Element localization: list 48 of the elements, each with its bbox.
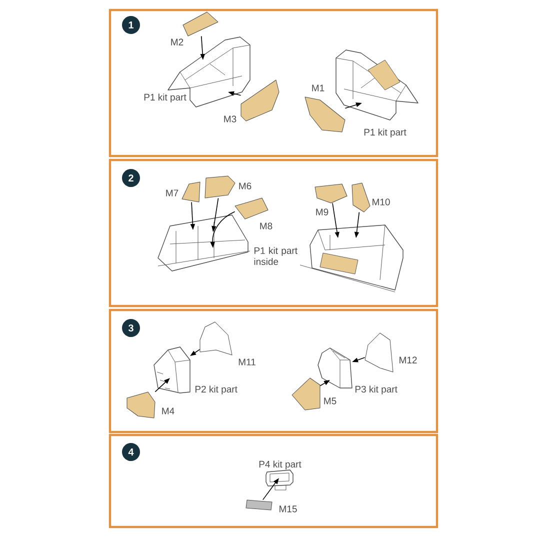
mask-piece [182,182,200,202]
kit-part-drawing [300,224,404,292]
part-label: P1 kit part [364,128,406,138]
step-number: 2 [122,169,140,187]
mask-piece [246,500,272,510]
part-label: M4 [162,408,174,414]
step-number: 3 [122,319,140,337]
step-panel [108,158,438,308]
kit-part-drawing [168,36,250,108]
mask-piece [364,332,394,372]
mask-piece [352,182,370,212]
kit-part-drawing [154,346,190,394]
part-label: M9 [316,208,328,216]
mask-piece [304,96,346,132]
mask-piece [234,198,268,220]
part-label: P1 kit part [144,94,186,102]
step-panel [108,434,438,528]
kit-part-drawing [266,470,294,490]
part-label: M3 [224,116,236,122]
arrow [154,378,170,392]
step-number: 4 [122,443,140,461]
kit-part-drawing [318,348,352,388]
mask-piece [126,392,156,418]
part-label: M11 [238,358,256,366]
part-label: P2 kit part [196,386,238,394]
part-label: P4 kit part [259,460,302,470]
mask-piece [204,176,236,198]
part-label: M2 [171,38,184,46]
mask-piece [200,322,232,356]
mask-piece [292,378,320,410]
part-label: M15 [280,506,297,512]
part-label: M1 [312,84,324,92]
step-number: 1 [122,16,140,34]
kit-part-drawing [158,214,250,272]
part-label: M7 [166,190,178,196]
kit-part-drawing [336,50,418,120]
part-label: P1 kit part inside [254,247,298,265]
step-panel [108,308,438,434]
mask-piece [240,80,280,122]
mask-piece [314,184,348,204]
part-label: P3 kit part [356,386,398,394]
part-label: M8 [260,222,272,230]
part-label: M5 [324,398,336,404]
part-label: M6 [239,182,252,190]
mask-piece [182,12,218,36]
part-label: M12 [400,356,417,364]
step-panel [108,8,438,158]
part-label: M10 [372,198,390,206]
